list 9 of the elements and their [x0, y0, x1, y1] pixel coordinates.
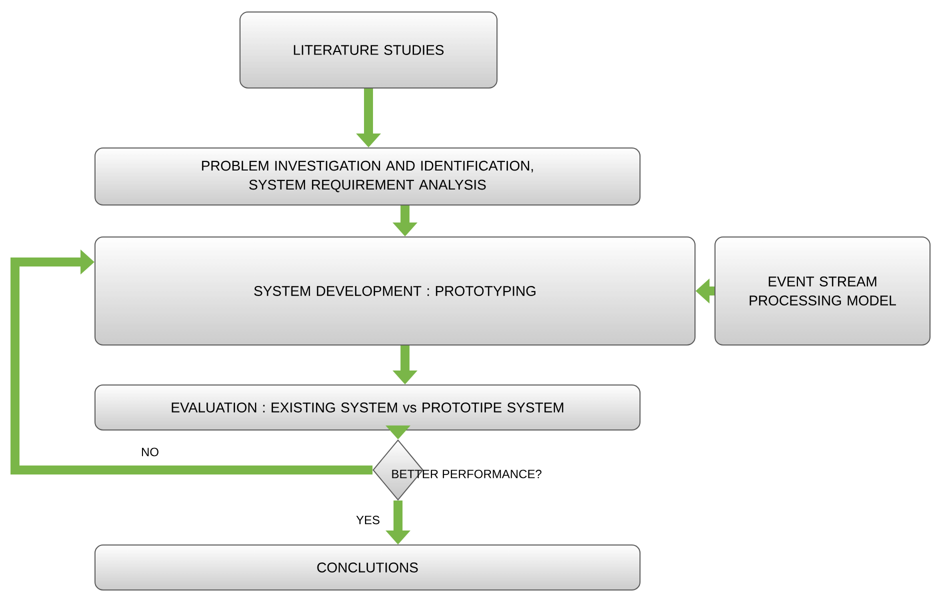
process-box: SYSTEM DEVELOPMENT : PROTOTYPING — [94, 236, 696, 346]
process-box: LITERATURE STUDIES — [240, 12, 498, 88]
edge-label: YES — [356, 516, 380, 524]
process-box: PROBLEM INVESTIGATION AND IDENTIFICATION, SYSTEM REQUIREMENT ANALYSIS — [94, 148, 640, 206]
process-box: EVENT STREAM PROCESSING MODEL — [714, 236, 931, 346]
edge-label: NO — [142, 448, 158, 456]
process-box: EVALUATION : EXISTING SYSTEM vs PROTOTIPE SYSTEM — [94, 384, 640, 430]
arrow — [10, 250, 372, 474]
process-box: CONCLUTIONS — [94, 544, 640, 590]
